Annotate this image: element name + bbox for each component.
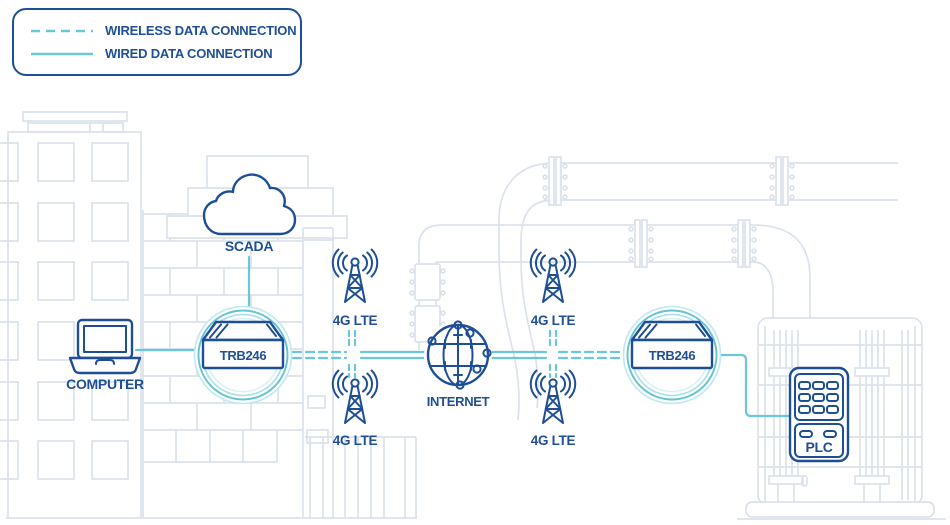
router-left-node: TRB246: [193, 305, 293, 405]
tower-bottom-right-label: 4G LTE: [531, 433, 576, 448]
router-left-label: TRB246: [220, 348, 267, 363]
wireless-stubs-left: [347, 329, 357, 379]
legend-row-wired: WIRED DATA CONNECTION: [29, 46, 300, 61]
globe-icon: [424, 320, 492, 390]
wireless-line-sample: [31, 29, 93, 32]
plc-icon: [788, 366, 850, 463]
tower-top-left-node: 4G LTE: [331, 248, 379, 328]
legend-wired-label: WIRED DATA CONNECTION: [105, 46, 273, 61]
background-narrow-tower: [302, 227, 334, 517]
cell-tower-icon: [331, 248, 379, 303]
router-right-label: TRB246: [649, 348, 696, 363]
wireless-link-towers-router-right: [557, 350, 625, 360]
background-left-building: [0, 111, 142, 517]
ground-lines: [6, 517, 946, 520]
internet-label: INTERNET: [427, 394, 490, 409]
laptop-icon: [68, 318, 142, 375]
background-industrial-frame: [745, 317, 935, 518]
wireless-link-router-towers-left: [291, 350, 348, 360]
plc-node: PLC: [788, 366, 850, 463]
cloud-icon: [202, 173, 297, 236]
legend-row-wireless: WIRELESS DATA CONNECTION: [29, 23, 300, 38]
cell-tower-icon: [529, 248, 577, 303]
legend-box: WIRELESS DATA CONNECTION WIRED DATA CONN…: [12, 8, 302, 76]
tower-bottom-left-node: 4G LTE: [331, 369, 379, 448]
plc-label: PLC: [805, 439, 832, 455]
scada-label: SCADA: [225, 238, 273, 254]
tower-top-right-label: 4G LTE: [531, 313, 576, 328]
internet-node: INTERNET: [424, 320, 492, 409]
wireless-stubs-right: [548, 329, 558, 379]
computer-label: COMPUTER: [66, 376, 144, 392]
legend-wireless-label: WIRELESS DATA CONNECTION: [105, 23, 297, 38]
tower-top-left-label: 4G LTE: [333, 313, 378, 328]
router-right-node: TRB246: [622, 305, 722, 405]
cell-tower-icon: [331, 369, 379, 424]
background-fence: [305, 436, 417, 517]
scada-node: SCADA: [202, 173, 297, 254]
tower-bottom-right-node: 4G LTE: [529, 369, 577, 448]
computer-node: COMPUTER: [66, 318, 144, 392]
tower-bottom-left-label: 4G LTE: [333, 433, 378, 448]
wired-link-router-plc: [718, 353, 791, 418]
wired-line-sample: [31, 52, 93, 55]
tower-top-right-node: 4G LTE: [529, 248, 577, 328]
